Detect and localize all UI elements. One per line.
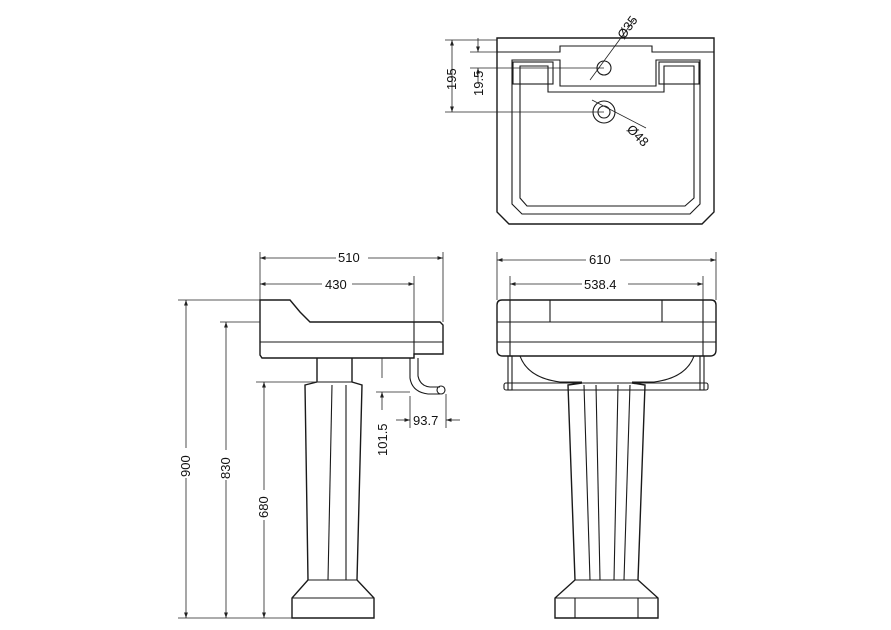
basin-back-rim <box>496 38 714 53</box>
side-trap <box>409 358 440 395</box>
towel-rail-left-post <box>507 355 513 391</box>
right-shelf <box>658 61 700 85</box>
basin-outline-top <box>496 37 715 225</box>
side-pedestal-facet-l <box>327 384 333 581</box>
dim-830-bg <box>217 450 235 480</box>
dim-610-bg <box>586 251 620 267</box>
left-shelf <box>512 61 554 85</box>
front-pedestal-facet-4 <box>623 384 631 581</box>
dim-680-bg <box>255 490 273 520</box>
front-basin-outline <box>496 299 717 357</box>
front-upper-panel <box>549 300 663 322</box>
front-view: 610 538.4 <box>496 251 717 619</box>
basin-inner-bowl-outer <box>511 59 701 215</box>
side-basin-outline <box>259 299 444 359</box>
towel-rail <box>503 382 709 391</box>
dim-510-bg <box>336 249 368 265</box>
side-pedestal <box>291 358 375 619</box>
dia48-leader <box>591 99 647 129</box>
dim-195-label: 195 <box>444 68 459 90</box>
front-pedestal-facet-2 <box>595 384 601 581</box>
dim-900-bg <box>177 448 195 478</box>
dim-900-label: 900 <box>178 455 193 477</box>
dim-19-5-label: 19.5 <box>471 71 486 96</box>
basin-inner-bowl <box>519 65 695 207</box>
front-pedestal-facet-3 <box>613 384 619 581</box>
dim-538-4-label: 538.4 <box>584 277 617 292</box>
dim-430-bg <box>322 275 352 291</box>
dim-610-label: 610 <box>589 252 611 267</box>
dia35-leader <box>589 19 635 81</box>
side-view: 510 430 900 830 680 101.5 93.7 <box>177 249 460 619</box>
top-view: Ø35 Ø48 195 19.5 <box>444 13 715 225</box>
dim-101-5-label: 101.5 <box>375 423 390 456</box>
dim-dia48-label: Ø48 <box>624 122 652 150</box>
front-pedestal <box>554 382 659 619</box>
dim-538-4-bg <box>582 275 628 291</box>
dim-830-label: 830 <box>218 457 233 479</box>
front-pedestal-facet-1 <box>583 384 591 581</box>
side-trap-inner <box>417 358 440 388</box>
dim-680-label: 680 <box>256 496 271 518</box>
dim-93-7-label: 93.7 <box>413 413 438 428</box>
dim-510-label: 510 <box>338 250 360 265</box>
dim-430-label: 430 <box>325 277 347 292</box>
side-trap-end <box>436 385 446 395</box>
front-bowl-underside <box>519 355 695 383</box>
towel-rail-right-post <box>699 355 705 391</box>
